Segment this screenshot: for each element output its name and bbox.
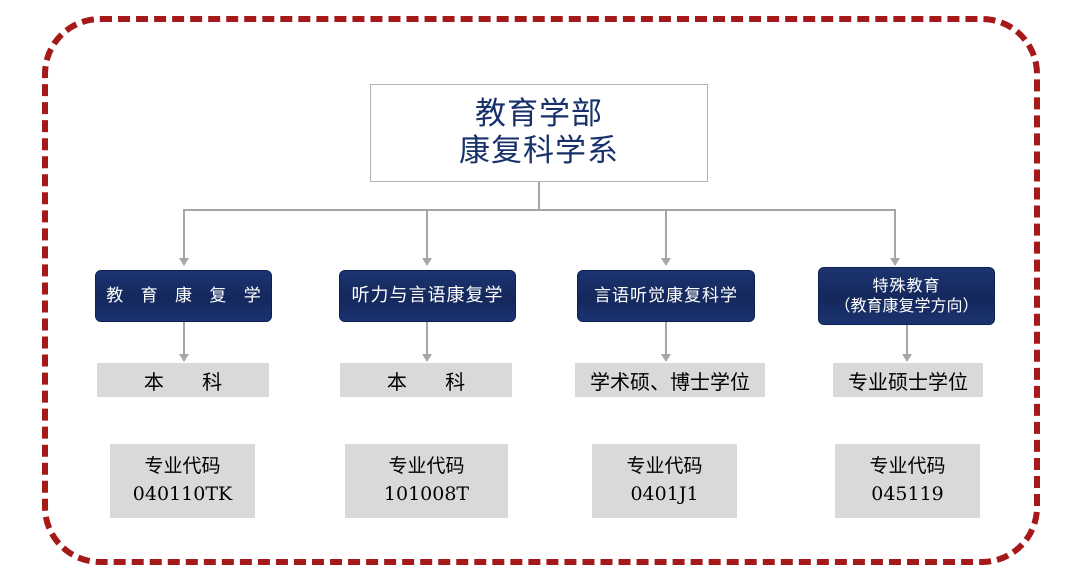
code-box-1-value: 040110TK xyxy=(132,483,233,505)
arrow-head-degree-4 xyxy=(902,354,912,362)
connector-program-to-degree-3 xyxy=(665,322,667,355)
connector-drop-4 xyxy=(894,209,896,259)
program-box-4-label: 特殊教育 xyxy=(872,276,941,296)
code-box-4-value: 045119 xyxy=(871,483,944,505)
connector-drop-2 xyxy=(426,209,428,259)
code-box-3-value: 0401J1 xyxy=(630,483,699,505)
program-box-2[interactable]: 听力与言语康复学 xyxy=(339,270,516,322)
root-node-line-2: 康复科学系 xyxy=(459,133,619,169)
program-box-4-sublabel: （教育康复学方向） xyxy=(834,296,979,315)
dashed-red-border xyxy=(42,16,1040,565)
connector-program-to-degree-4 xyxy=(906,325,908,355)
code-box-4-label: 专业代码 xyxy=(869,455,946,478)
program-box-1-label: 教 育 康 复 学 xyxy=(106,285,267,306)
connector-drop-3 xyxy=(665,209,667,259)
code-box-2-value: 101008T xyxy=(383,483,470,505)
connector-drop-1 xyxy=(183,209,185,259)
arrow-head-degree-2 xyxy=(422,354,432,362)
root-node-line-1: 教育学部 xyxy=(475,96,603,133)
arrow-head-drop-1 xyxy=(179,258,189,266)
program-box-4[interactable]: 特殊教育 （教育康复学方向） xyxy=(818,267,995,325)
code-box-3: 专业代码 0401J1 xyxy=(592,444,737,518)
degree-box-1: 本 科 xyxy=(97,363,269,397)
degree-box-4: 专业硕士学位 xyxy=(833,363,983,397)
program-box-3[interactable]: 言语听觉康复科学 xyxy=(577,270,755,322)
program-box-2-label: 听力与言语康复学 xyxy=(351,285,504,307)
connector-program-to-degree-2 xyxy=(426,322,428,355)
code-box-1-label: 专业代码 xyxy=(144,455,221,478)
degree-box-2: 本 科 xyxy=(340,363,512,397)
arrow-head-drop-4 xyxy=(890,258,900,266)
code-box-2-label: 专业代码 xyxy=(388,455,465,478)
arrow-head-drop-2 xyxy=(422,258,432,266)
program-box-3-label: 言语听觉康复科学 xyxy=(594,285,738,306)
arrow-head-degree-1 xyxy=(179,354,189,362)
code-box-1: 专业代码 040110TK xyxy=(110,444,255,518)
code-box-2: 专业代码 101008T xyxy=(345,444,508,518)
root-node-education-faculty: 教育学部 康复科学系 xyxy=(370,84,708,182)
arrow-head-degree-3 xyxy=(661,354,671,362)
program-box-1[interactable]: 教 育 康 复 学 xyxy=(95,270,272,322)
code-box-4: 专业代码 045119 xyxy=(835,444,980,518)
connector-root-stem xyxy=(538,182,540,210)
degree-box-3: 学术硕、博士学位 xyxy=(575,363,765,397)
connector-program-to-degree-1 xyxy=(183,322,185,355)
connector-horizontal-bus xyxy=(183,209,895,211)
arrow-head-drop-3 xyxy=(661,258,671,266)
code-box-3-label: 专业代码 xyxy=(626,455,703,478)
